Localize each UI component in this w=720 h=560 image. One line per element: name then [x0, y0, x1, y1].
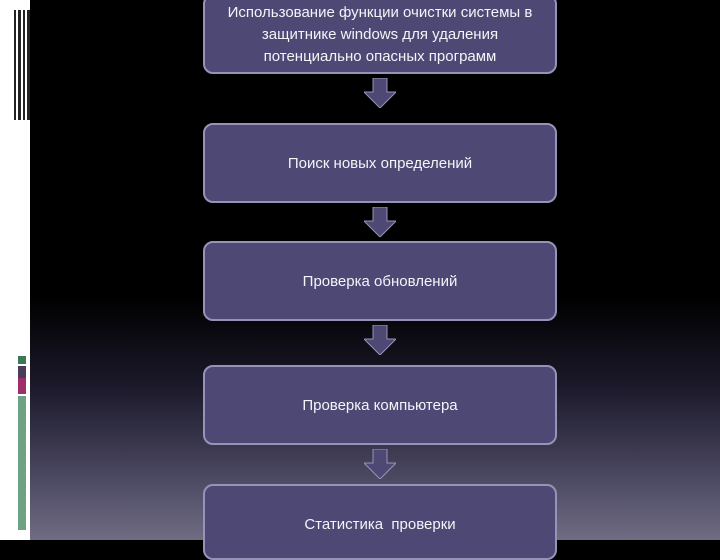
arrow-down-icon	[364, 325, 396, 355]
left-decor-panel	[0, 0, 30, 540]
decor-stripe-sage	[18, 396, 26, 530]
decor-stripe-green	[18, 356, 26, 364]
arrow-down-icon	[364, 207, 396, 237]
arrow-down-icon	[364, 78, 396, 108]
decor-bar	[23, 10, 25, 120]
decor-stripe-magenta	[18, 378, 26, 394]
decor-stripe-purple	[18, 366, 26, 378]
flow-step-5: Статистика проверки	[203, 484, 557, 560]
flow-step-2: Поиск новых определений	[203, 123, 557, 203]
flow-step-label: Поиск новых определений	[287, 154, 473, 172]
flow-step-label: Использование функции очистки системы в …	[227, 4, 533, 65]
decor-bar	[14, 10, 16, 120]
decor-bar	[27, 10, 30, 120]
flow-step-4: Проверка компьютера	[203, 365, 557, 445]
flow-step-label: Статистика проверки	[304, 516, 456, 533]
flow-step-1: Использование функции очистки системы в …	[203, 0, 557, 74]
decor-barcode	[10, 10, 30, 120]
flow-step-label: Проверка компьютера	[302, 396, 458, 414]
decor-bar	[18, 10, 21, 120]
flow-step-label: Проверка обновлений	[302, 272, 458, 290]
arrow-down-icon	[364, 449, 396, 479]
flow-step-3: Проверка обновлений	[203, 241, 557, 321]
